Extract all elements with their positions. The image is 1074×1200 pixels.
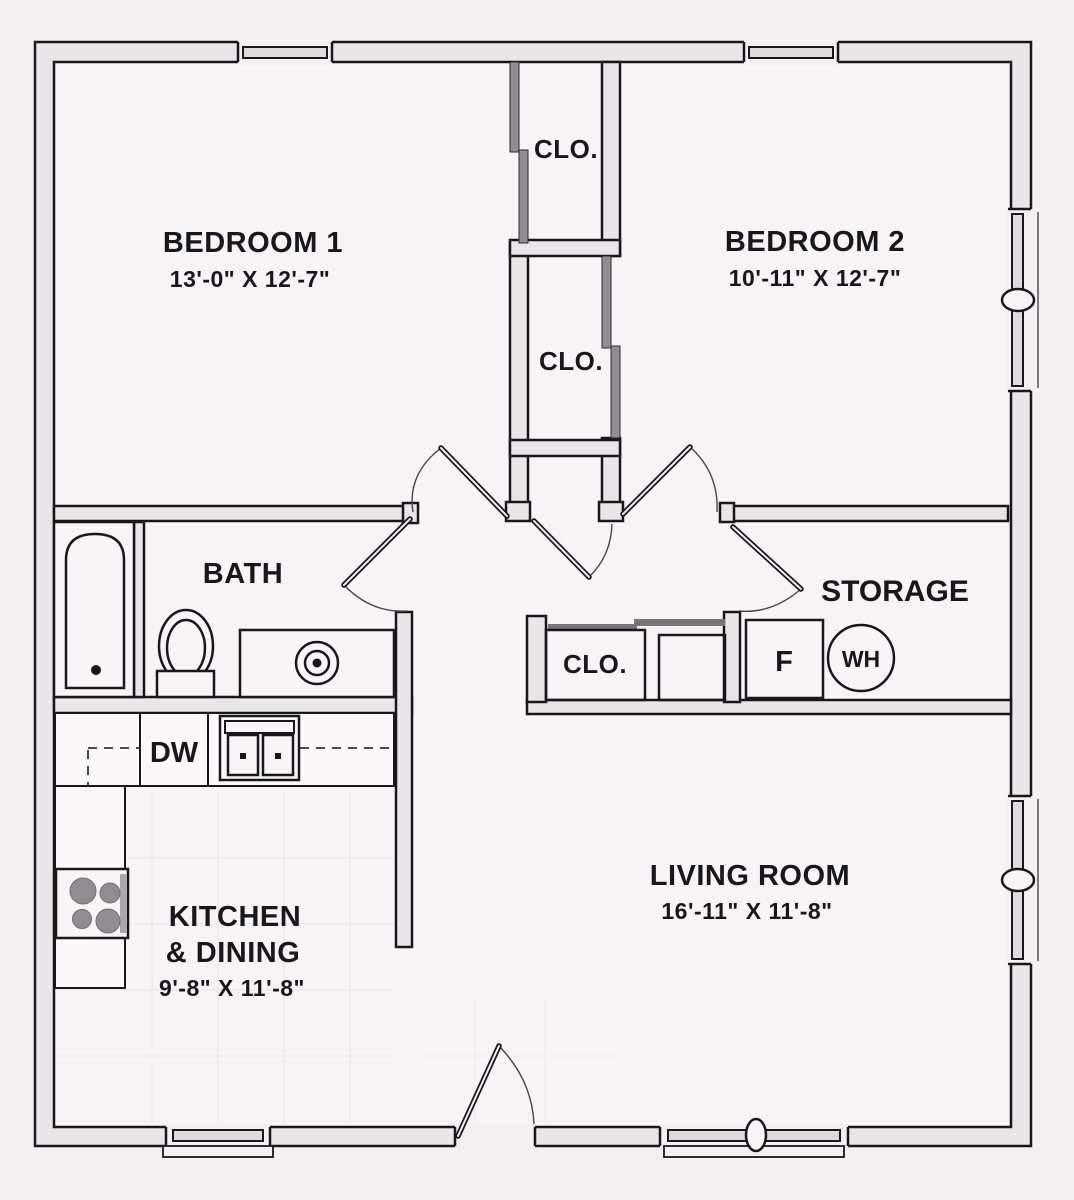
bedroom2-door bbox=[620, 444, 718, 517]
entry-door bbox=[453, 1043, 537, 1149]
furnace-box bbox=[744, 618, 825, 700]
window bbox=[1000, 794, 1039, 966]
room-title: KITCHEN bbox=[169, 901, 301, 933]
bathtub bbox=[52, 520, 136, 699]
closet-sliding-doors bbox=[509, 61, 621, 439]
room-bedroom-2: BEDROOM 2 10'-11" X 12'-7" bbox=[725, 226, 905, 291]
sink-drain bbox=[312, 658, 322, 668]
windows bbox=[162, 39, 1039, 1158]
bath-label: BATH bbox=[203, 558, 283, 590]
bath-door bbox=[341, 516, 413, 612]
closet2-label: CLO. bbox=[539, 346, 603, 376]
closet1-label: CLO. bbox=[534, 134, 598, 164]
room-bedroom-1: BEDROOM 1 13'-0" X 12'-7" bbox=[163, 227, 343, 292]
toilet bbox=[155, 608, 216, 699]
room-dims: 10'-11" X 12'-7" bbox=[729, 265, 901, 291]
storage-label: STORAGE bbox=[821, 575, 969, 608]
bedroom1-door bbox=[411, 445, 510, 519]
dishwasher-label: DW bbox=[150, 737, 199, 769]
doors bbox=[341, 444, 804, 1149]
window-mullion-marker bbox=[744, 1117, 768, 1153]
furnace-label: F bbox=[775, 646, 793, 678]
hall-door bbox=[531, 518, 613, 580]
room-dims: 9'-8" X 11'-8" bbox=[159, 975, 305, 1001]
kitchen-fixtures bbox=[54, 712, 395, 989]
storage-equipment bbox=[744, 618, 896, 700]
room-title: LIVING ROOM bbox=[650, 860, 850, 892]
stove bbox=[54, 867, 130, 940]
room-title: BEDROOM 1 bbox=[163, 227, 343, 259]
room-dims: 13'-0" X 12'-7" bbox=[170, 266, 330, 292]
room-kitchen: KITCHEN & DINING 9'-8" X 11'-8" bbox=[159, 901, 305, 1001]
window-mullion-marker bbox=[1000, 287, 1036, 313]
kitchen-sink bbox=[218, 714, 301, 782]
window-mullion-marker bbox=[1000, 867, 1036, 893]
bath-fixtures bbox=[52, 520, 396, 699]
window bbox=[162, 1124, 274, 1158]
water-heater-label: WH bbox=[842, 646, 880, 672]
room-living: LIVING ROOM 16'-11" X 11'-8" bbox=[650, 860, 850, 924]
hall-closet-label: CLO. bbox=[563, 649, 627, 679]
water-heater-circle bbox=[826, 623, 896, 693]
window bbox=[1000, 207, 1039, 393]
room-title: BEDROOM 2 bbox=[725, 226, 905, 258]
window bbox=[658, 1117, 850, 1158]
window bbox=[742, 39, 840, 65]
room-title: & DINING bbox=[166, 937, 301, 969]
floor-tile-grid bbox=[56, 792, 620, 1122]
interior-walls bbox=[52, 60, 1013, 949]
sink-vanity bbox=[238, 628, 396, 699]
room-dims: 16'-11" X 11'-8" bbox=[661, 898, 832, 924]
storage-door bbox=[730, 524, 804, 613]
window bbox=[236, 39, 334, 65]
hall-closet-interior bbox=[544, 619, 727, 702]
tub-drain bbox=[91, 665, 101, 675]
